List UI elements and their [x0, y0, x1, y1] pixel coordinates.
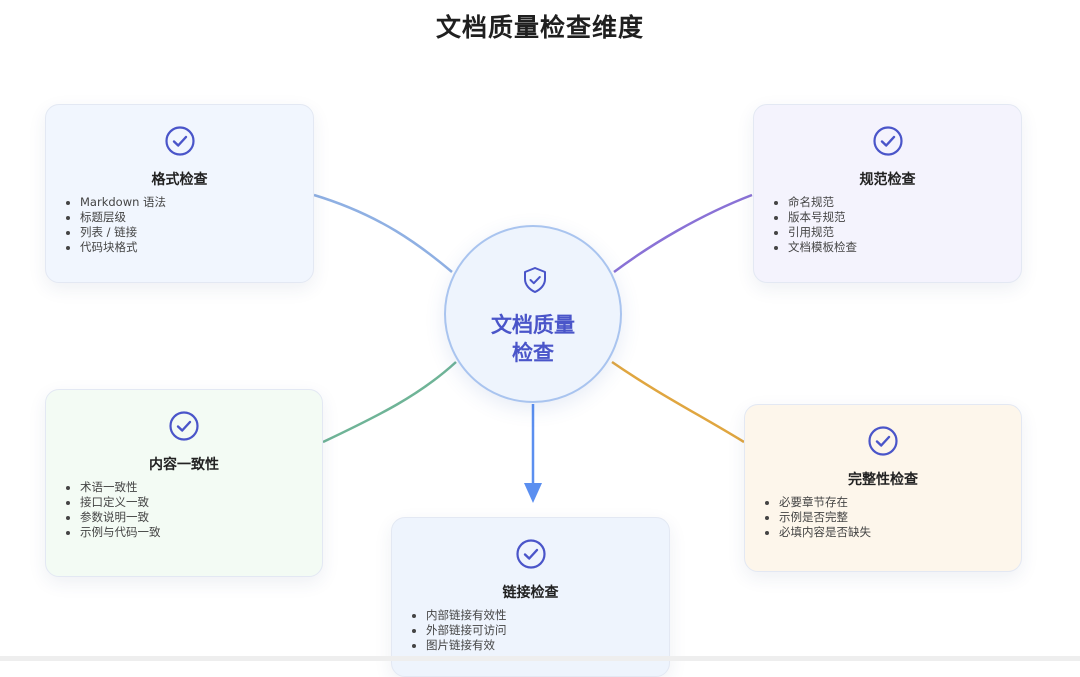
list-item: 外部链接可访问 — [426, 623, 507, 638]
list-item: 接口定义一致 — [80, 495, 161, 510]
card-format: 格式检查 Markdown 语法 标题层级 列表 / 链接 代码块格式 — [45, 104, 314, 283]
shield-check-icon — [524, 267, 546, 293]
center-label-line1: 文档质量 — [491, 313, 575, 337]
list-item: 参数说明一致 — [80, 510, 161, 525]
check-circle-icon — [868, 426, 898, 456]
list-item: 示例是否完整 — [779, 510, 871, 525]
card-completeness: 完整性检查 必要章节存在 示例是否完整 必填内容是否缺失 — [744, 404, 1022, 572]
card-items: Markdown 语法 标题层级 列表 / 链接 代码块格式 — [64, 195, 166, 255]
list-item: 内部链接有效性 — [426, 608, 507, 623]
list-item: 必要章节存在 — [779, 495, 871, 510]
list-item: 版本号规范 — [788, 210, 857, 225]
card-title: 链接检查 — [502, 585, 559, 601]
bottom-scrollbar-track — [0, 656, 1080, 661]
card-items: 术语一致性 接口定义一致 参数说明一致 示例与代码一致 — [64, 480, 161, 540]
connector-lines — [313, 193, 753, 503]
connector-format — [313, 193, 453, 273]
connector-standard — [613, 193, 753, 274]
card-consistency: 内容一致性 术语一致性 接口定义一致 参数说明一致 示例与代码一致 — [45, 389, 323, 577]
card-title: 内容一致性 — [149, 457, 219, 473]
card-title: 格式检查 — [151, 172, 208, 188]
list-item: 必填内容是否缺失 — [779, 525, 871, 540]
connector-consistency — [322, 361, 457, 444]
list-item: 标题层级 — [80, 210, 166, 225]
card-title: 完整性检查 — [848, 472, 918, 488]
list-item: 示例与代码一致 — [80, 525, 161, 540]
list-item: 代码块格式 — [80, 240, 166, 255]
list-item: 图片链接有效 — [426, 638, 507, 653]
arrowhead-links-icon — [524, 483, 542, 503]
list-item: 列表 / 链接 — [80, 225, 166, 240]
card-items: 内部链接有效性 外部链接可访问 图片链接有效 — [410, 608, 507, 653]
list-item: Markdown 语法 — [80, 195, 166, 210]
card-items: 必要章节存在 示例是否完整 必填内容是否缺失 — [763, 495, 871, 540]
check-circle-icon — [169, 411, 199, 441]
check-circle-icon — [164, 126, 195, 156]
list-item: 文档模板检查 — [788, 240, 857, 255]
center-node: 文档质量 检查 — [444, 225, 622, 403]
diagram-title: 文档质量检查维度 — [435, 13, 644, 42]
list-item: 术语一致性 — [80, 480, 161, 495]
list-item: 命名规范 — [788, 195, 857, 210]
check-circle-icon — [872, 126, 903, 156]
list-item: 引用规范 — [788, 225, 857, 240]
connector-completeness — [611, 360, 745, 444]
check-circle-icon — [515, 539, 546, 569]
card-items: 命名规范 版本号规范 引用规范 文档模板检查 — [772, 195, 857, 255]
card-standard: 规范检查 命名规范 版本号规范 引用规范 文档模板检查 — [753, 104, 1022, 283]
center-label: 文档质量 检查 — [446, 311, 620, 367]
center-label-line2: 检查 — [512, 341, 554, 365]
card-title: 规范检查 — [859, 172, 916, 188]
card-links: 链接检查 内部链接有效性 外部链接可访问 图片链接有效 — [391, 517, 670, 677]
